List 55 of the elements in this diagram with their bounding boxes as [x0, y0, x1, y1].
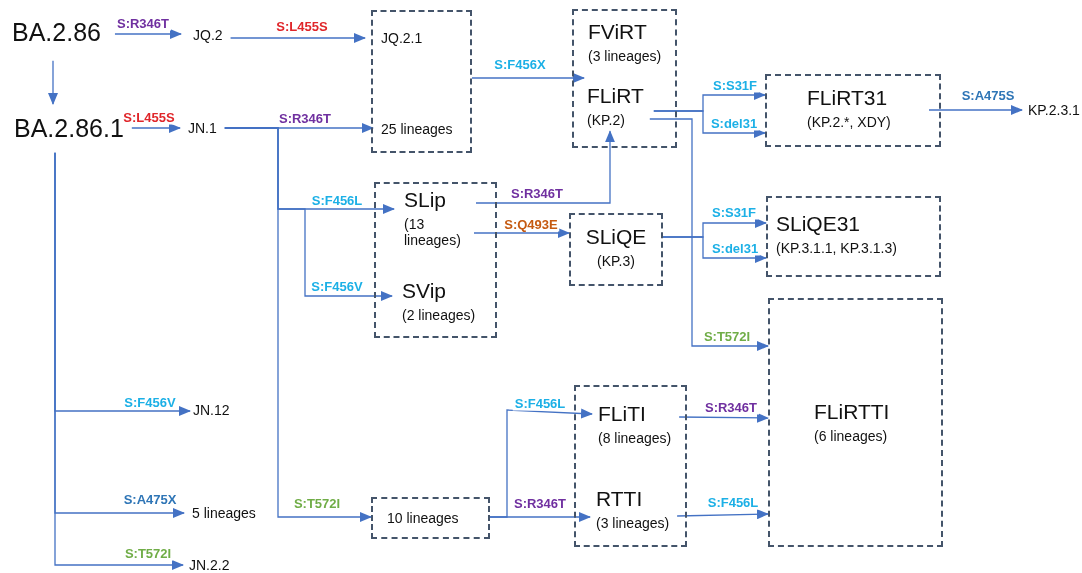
lineage-count: (KP.2)	[587, 112, 626, 129]
arrow	[229, 33, 366, 43]
lineage-count: (KP.3.1.1, KP.3.1.3)	[776, 240, 898, 257]
lineage-name: 10 lineages	[387, 510, 460, 527]
lineage-name: SLip	[404, 188, 448, 213]
lineage-label: JN.1	[188, 120, 217, 137]
lineage-count: (13 lineages)	[404, 216, 462, 249]
lineage-count: (8 lineages)	[598, 430, 672, 447]
arrow	[224, 127, 372, 522]
lineage-name: FLiRT31	[807, 86, 889, 111]
lineage-name: SLiQE31	[776, 212, 862, 237]
lineage-label: JN.2.2	[189, 557, 230, 573]
arrow	[475, 130, 615, 204]
lineage-count: (2 lineages)	[402, 307, 476, 324]
arrow	[48, 60, 58, 105]
lineage-box	[765, 74, 941, 147]
lineage-label: JQ.2.1	[381, 30, 423, 47]
lineage-label: 5 lineages	[192, 505, 256, 522]
lineage-box	[768, 298, 943, 547]
lineage-count: (KP.3)	[596, 253, 636, 270]
lineage-label: BA.2.86	[12, 18, 101, 47]
arrow	[662, 236, 767, 263]
lineage-label: JQ.2	[193, 27, 223, 44]
arrow	[473, 228, 570, 238]
lineage-count: (KP.2.*, XDY)	[807, 114, 892, 131]
dashed-group-box	[374, 182, 497, 338]
lineage-count: (3 lineages)	[596, 515, 670, 532]
lineage-count: (3 lineages)	[588, 48, 662, 65]
lineage-box	[766, 196, 941, 277]
arrow	[489, 512, 591, 522]
lineage-name: RTTI	[596, 487, 644, 512]
arrow	[649, 118, 769, 351]
arrow	[471, 73, 585, 83]
lineage-box	[371, 497, 490, 539]
arrow	[114, 29, 182, 39]
arrow	[676, 509, 769, 520]
arrow	[678, 412, 769, 423]
arrow	[653, 110, 766, 138]
lineage-name: FLiRTTI	[814, 400, 891, 425]
lineage-label: 25 lineages	[381, 121, 453, 138]
lineage-name: SVip	[402, 279, 447, 304]
lineage-box	[569, 213, 663, 286]
dashed-group-box	[572, 9, 677, 148]
dashed-group-box	[574, 385, 687, 547]
lineage-name: FLiTI	[598, 402, 647, 427]
lineage-name: SLiQE	[584, 225, 648, 250]
arrow	[928, 105, 1023, 115]
lineage-count: (6 lineages)	[814, 428, 889, 445]
dashed-group-box	[371, 10, 472, 153]
lineage-name: FViRT	[588, 20, 648, 45]
lineage-label: KP.2.3.1	[1028, 102, 1080, 119]
lineage-label: JN.12	[193, 402, 230, 419]
arrow	[131, 123, 181, 133]
lineage-label: BA.2.86.1	[14, 114, 124, 143]
lineage-name: FLiRT	[587, 84, 644, 109]
